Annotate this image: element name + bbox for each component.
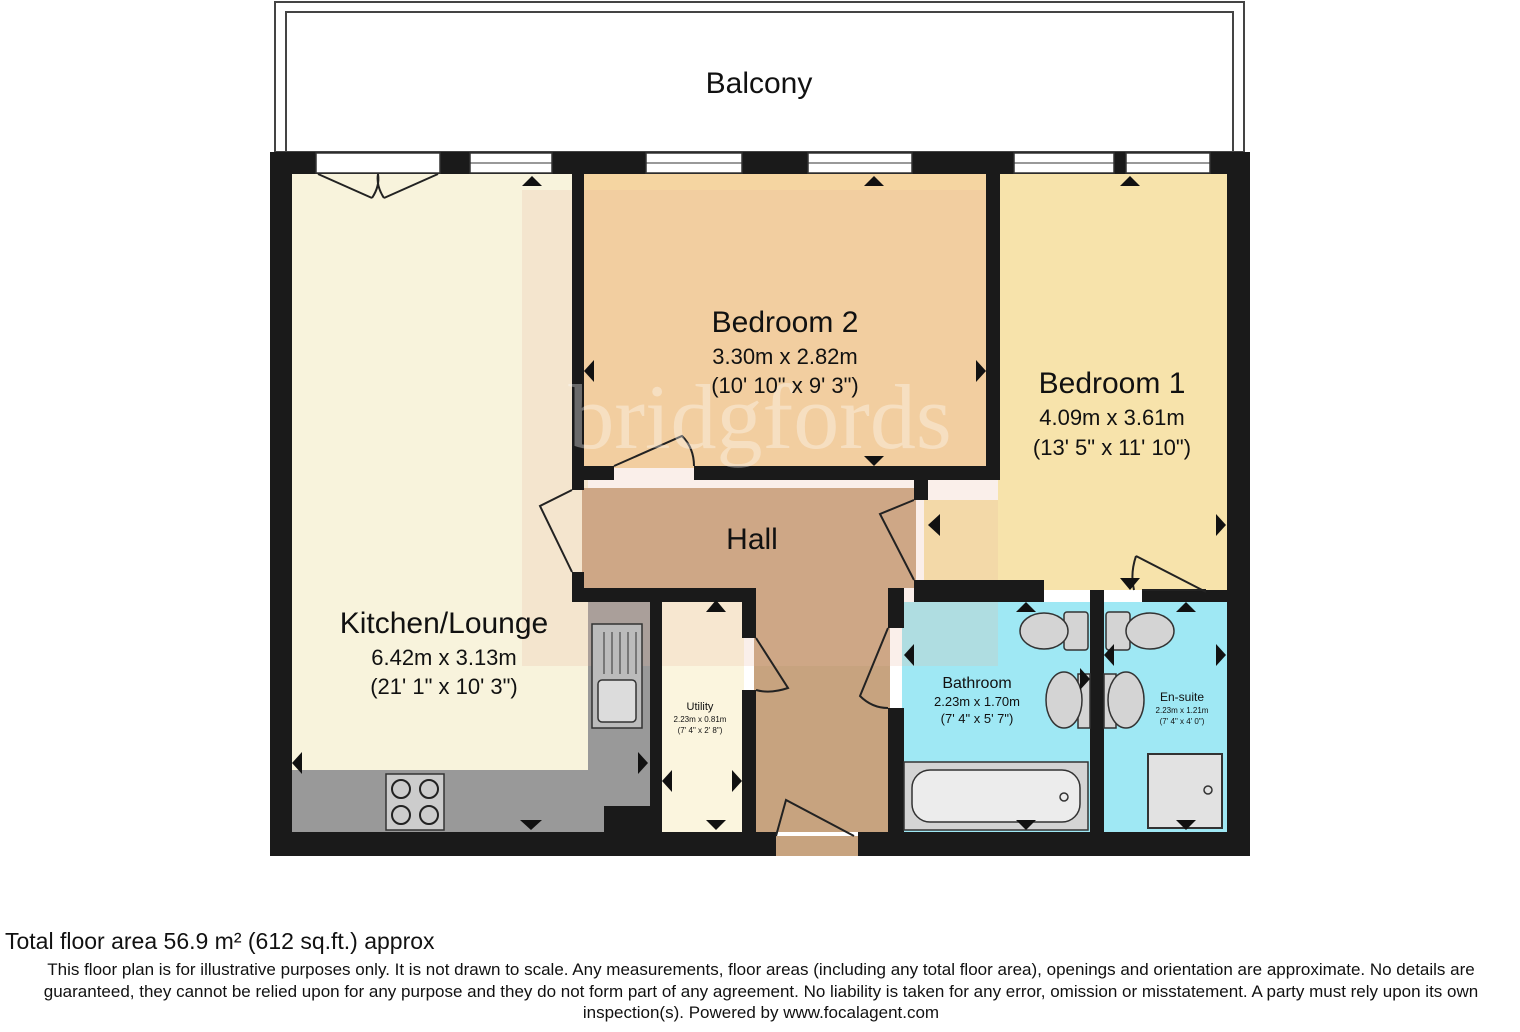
utility-imperial: (7' 4" x 2' 8"): [678, 726, 723, 735]
bedroom-2-metric: 3.30m x 2.82m: [712, 344, 858, 369]
front-door-threshold: [776, 836, 858, 856]
kitchen-lounge-name: Kitchen/Lounge: [340, 607, 549, 640]
bathroom-toilet: [1019, 611, 1089, 651]
balcony-label: Balcony: [706, 67, 813, 100]
bedroom-2-floor: [582, 172, 988, 468]
ensuite-metric: 2.23m x 1.21m: [1156, 706, 1209, 715]
hall-floor: [582, 488, 916, 588]
kitchen-lounge-floor: [292, 172, 588, 770]
hall-corridor: [754, 588, 890, 832]
bathroom-name: Bathroom: [942, 675, 1011, 692]
ensuite-imperial: (7' 4" x 4' 0"): [1160, 717, 1205, 726]
hall-name: Hall: [726, 523, 778, 556]
measurement-arrows: [292, 176, 1226, 830]
bedroom-1-metric: 4.09m x 3.61m: [1039, 405, 1185, 430]
kitchen-lounge-metric: 6.42m x 3.13m: [371, 645, 517, 670]
door-swings: [317, 173, 1207, 837]
ensuite-toilet: [1105, 611, 1175, 651]
bedroom-2-imperial: (10' 10" x 9' 3"): [711, 373, 859, 398]
bath: [903, 761, 1089, 831]
bedroom-1-imperial: (13' 5" x 11' 10"): [1033, 435, 1191, 460]
sink: [591, 623, 643, 729]
balcony: [274, 1, 1245, 153]
bedroom-2-name: Bedroom 2: [712, 306, 859, 339]
bedroom-1-name: Bedroom 1: [1039, 367, 1186, 400]
watermark: bridgfords: [568, 366, 951, 468]
disclaimer: This floor plan is for illustrative purp…: [43, 960, 1479, 1022]
floor-plan: bridgfords Balcony Bedroom 2 3.30m x 2.8…: [270, 1, 1250, 856]
kitchen-worktop: [292, 770, 650, 832]
total-floor-area: Total floor area 56.9 m² (612 sq.ft.) ap…: [5, 928, 435, 954]
hob: [385, 773, 445, 831]
ensuite-name: En-suite: [1160, 690, 1204, 704]
ensuite-basin: [1103, 671, 1145, 729]
walls: [270, 152, 1250, 856]
bathroom-imperial: (7' 4" x 5' 7"): [941, 711, 1014, 726]
bedroom-1-nook: [924, 500, 1004, 590]
utility-metric: 2.23m x 0.81m: [674, 715, 727, 724]
kitchen-lounge-imperial: (21' 1" x 10' 3"): [370, 674, 518, 699]
bedroom-1-floor: [998, 172, 1227, 590]
bathroom-metric: 2.23m x 1.70m: [934, 694, 1020, 709]
utility-name: Utility: [687, 701, 714, 713]
shower-tray: [1147, 753, 1223, 829]
utility-floor: [660, 600, 744, 832]
